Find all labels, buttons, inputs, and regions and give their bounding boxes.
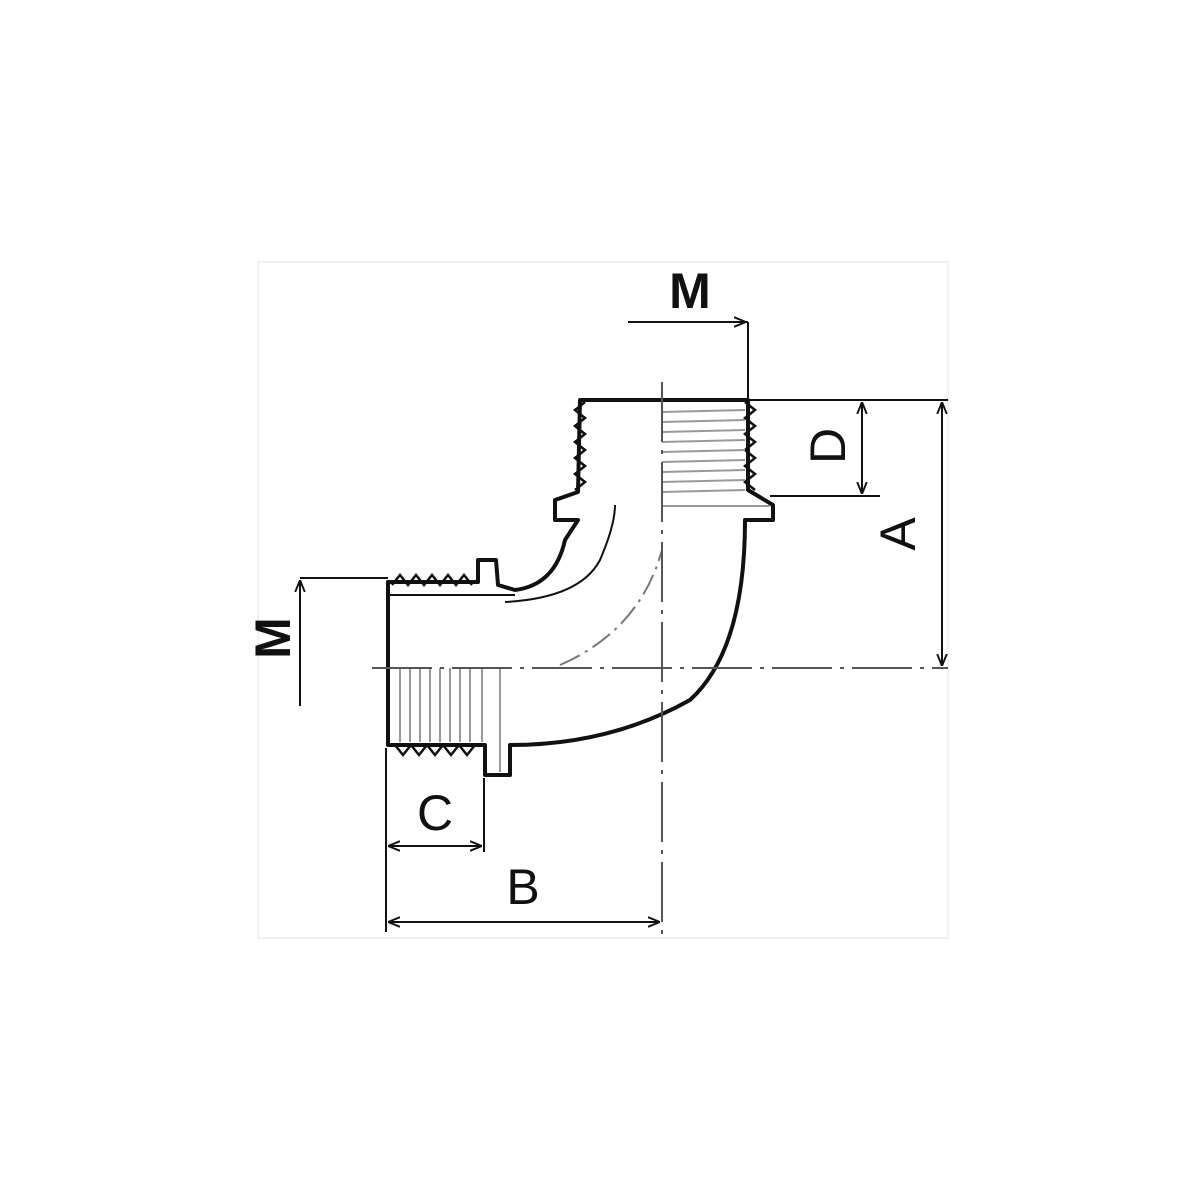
left-thread-profile [391, 572, 476, 758]
top-thread-profile [572, 401, 758, 491]
top-thread-hatch [661, 409, 770, 507]
dimension-lines [300, 322, 948, 932]
label-b: B [506, 859, 539, 915]
drawing-frame [257, 261, 949, 939]
left-thread-hatch [399, 668, 501, 772]
label-m-left: M [245, 617, 301, 659]
label-d: D [800, 428, 856, 464]
label-m-top: M [669, 263, 711, 319]
elbow-body [386, 398, 775, 777]
bore-hidden-line [559, 549, 663, 666]
label-c: C [417, 785, 453, 841]
label-a: A [870, 517, 926, 551]
elbow-inner-lines [388, 504, 616, 603]
